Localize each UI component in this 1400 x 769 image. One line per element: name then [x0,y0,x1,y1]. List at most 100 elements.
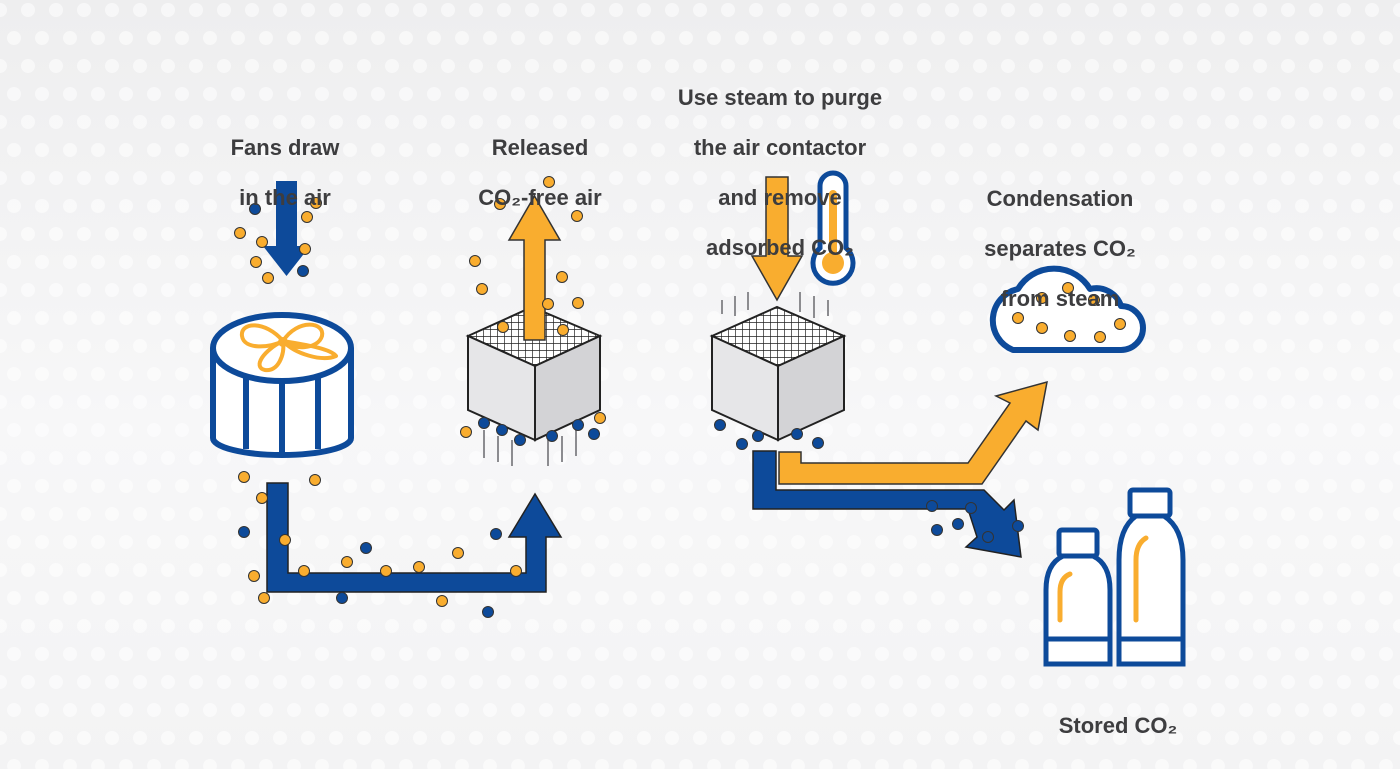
background-dot [343,255,357,269]
background-dot [245,227,259,241]
background-dot [917,395,931,409]
background-dot [119,647,133,661]
background-dot [861,731,875,745]
background-dot [357,395,371,409]
background-dot [903,591,917,605]
background-dot [707,591,721,605]
background-dot [1393,395,1400,409]
background-dot [1211,423,1225,437]
background-dot [427,647,441,661]
background-dot [889,339,903,353]
background-dot [1183,423,1197,437]
background-dot [455,703,469,717]
background-dot [315,87,329,101]
background-dot [1029,227,1043,241]
background-dot [1113,227,1127,241]
background-dot [763,647,777,661]
background-dot [1309,3,1323,17]
background-dot [567,31,581,45]
background-dot [1169,395,1183,409]
background-dot [581,171,595,185]
background-dot [231,535,245,549]
background-dot [959,31,973,45]
background-dot [749,283,763,297]
background-dot [749,227,763,241]
background-dot [581,451,595,465]
background-dot [455,311,469,325]
background-dot [595,703,609,717]
background-dot [1365,395,1379,409]
background-dot [609,171,623,185]
background-dot [1015,703,1029,717]
background-dot [1029,619,1043,633]
background-dot [1057,171,1071,185]
background-dot [553,283,567,297]
background-dot [945,171,959,185]
background-dot [861,563,875,577]
background-dot [959,423,973,437]
background-dot [609,675,623,689]
background-dot [875,647,889,661]
background-dot [259,255,273,269]
background-dot [497,731,511,745]
background-dot [91,143,105,157]
background-dot [665,59,679,73]
background-dot [749,171,763,185]
background-dot [203,535,217,549]
background-dot [875,759,889,769]
background-dot [1141,227,1155,241]
background-dot [917,507,931,521]
background-dot [49,115,63,129]
background-dot [959,143,973,157]
background-dot [105,507,119,521]
background-dot [343,143,357,157]
background-dot [1057,507,1071,521]
background-dot [427,367,441,381]
background-dot [707,647,721,661]
background-dot [721,619,735,633]
background-dot [1057,227,1071,241]
background-dot [357,339,371,353]
background-dot [539,591,553,605]
background-dot [399,199,413,213]
background-dot [679,703,693,717]
background-dot [1155,87,1169,101]
background-dot [679,759,693,769]
background-dot [693,619,707,633]
background-dot [441,675,455,689]
background-dot [147,647,161,661]
background-dot [889,619,903,633]
background-dot [623,367,637,381]
background-dot [0,59,7,73]
background-dot [819,31,833,45]
background-dot [749,507,763,521]
background-dot [1211,31,1225,45]
background-dot [7,423,21,437]
background-dot [595,199,609,213]
background-dot [1337,507,1351,521]
background-dot [623,703,637,717]
background-dot [1141,3,1155,17]
background-dot [805,283,819,297]
background-dot [35,479,49,493]
background-dot [791,31,805,45]
background-dot [945,563,959,577]
background-dot [357,171,371,185]
background-dot [1155,199,1169,213]
background-dot [217,619,231,633]
background-dot [399,423,413,437]
background-dot [203,143,217,157]
background-dot [413,339,427,353]
background-dot [189,59,203,73]
background-dot [441,115,455,129]
background-dot [91,255,105,269]
air-particle [341,556,353,568]
background-dot [175,199,189,213]
background-dot [469,731,483,745]
background-dot [637,675,651,689]
background-dot [1281,283,1295,297]
background-dot [1113,3,1127,17]
background-dot [945,115,959,129]
background-dot [217,3,231,17]
background-dot [707,143,721,157]
